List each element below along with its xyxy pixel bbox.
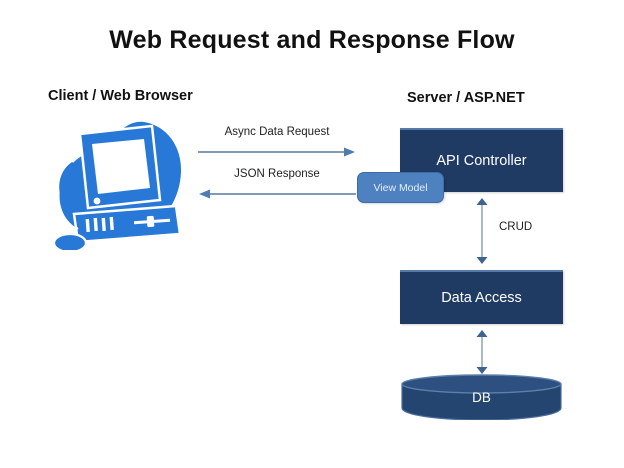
- node-label-view-model: View Model: [373, 181, 428, 194]
- node-view-model[interactable]: View Model: [357, 172, 444, 203]
- flow-label-json-response: JSON Response: [234, 168, 320, 180]
- node-data-access[interactable]: Data Access: [400, 270, 563, 324]
- flow-async-data-request: Async Data Request: [198, 126, 356, 160]
- node-db[interactable]: [400, 374, 563, 420]
- server-section-header: Server / ASP.NET: [407, 90, 525, 106]
- arrow-left-icon: [199, 189, 356, 199]
- desktop-computer-clipart: [48, 110, 198, 254]
- arrow-bidirectional-crud-icon: [476, 198, 488, 264]
- node-label-data-access: Data Access: [441, 290, 522, 306]
- node-label-api-controller: API Controller: [436, 153, 527, 169]
- connector-label-crud: CRUD: [499, 221, 533, 233]
- node-label-db: DB: [472, 390, 491, 405]
- arrow-bidirectional-db-icon: [476, 330, 488, 374]
- flow-label-async-data-request: Async Data Request: [224, 126, 330, 138]
- arrow-right-icon: [198, 147, 355, 157]
- flow-json-response: JSON Response: [198, 168, 356, 202]
- page-title: Web Request and Response Flow: [109, 26, 515, 54]
- client-section-header: Client / Web Browser: [48, 88, 193, 104]
